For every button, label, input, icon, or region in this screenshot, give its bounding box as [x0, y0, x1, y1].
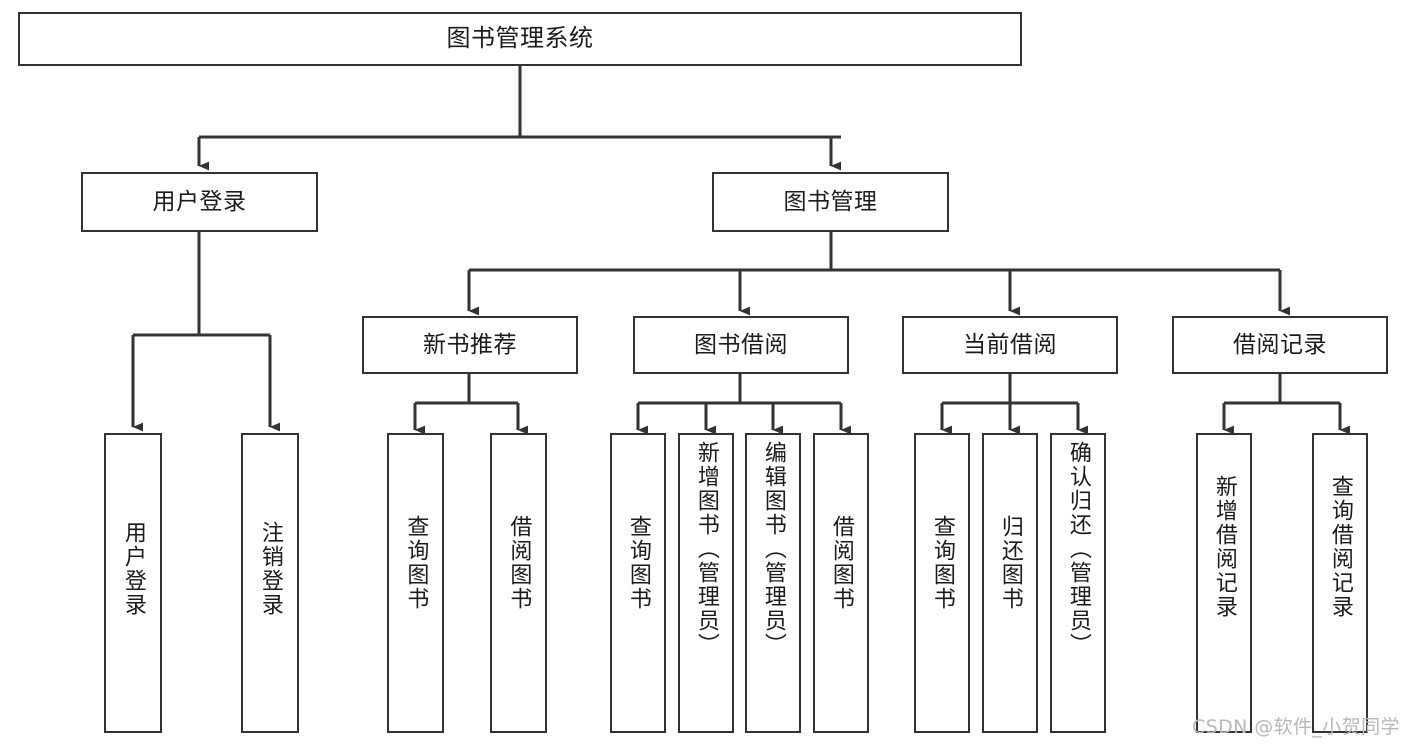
- node-user-login[interactable]: 用户登录: [81, 172, 318, 232]
- node-book-borrow[interactable]: 图书借阅: [633, 316, 849, 374]
- leaf-confirm-return-admin[interactable]: 确认归还（管理员）: [1050, 433, 1106, 733]
- node-label: 当前借阅: [963, 331, 1057, 358]
- leaf-borrow-book-new-book[interactable]: 借阅图书: [490, 433, 547, 733]
- node-root-book-management-system[interactable]: 图书管理系统: [18, 12, 1022, 66]
- node-label: 借阅图书: [506, 515, 532, 611]
- node-label: 编辑图书（管理员）: [760, 441, 786, 657]
- node-label: 查询图书: [625, 515, 651, 611]
- node-label: 新增图书（管理员）: [693, 441, 719, 657]
- node-label: 图书管理系统: [446, 24, 594, 53]
- leaf-borrow-book-borrow[interactable]: 借阅图书: [813, 433, 869, 733]
- node-label: 用户登录: [152, 188, 247, 215]
- node-label: 确认归还（管理员）: [1065, 441, 1091, 657]
- node-new-book-recommendation[interactable]: 新书推荐: [362, 316, 578, 374]
- node-label: 借阅记录: [1233, 331, 1327, 358]
- node-label: 新增借阅记录: [1211, 475, 1237, 619]
- watermark: CSDN @软件_小贺同学: [1192, 716, 1400, 738]
- leaf-query-book-new-book[interactable]: 查询图书: [387, 433, 444, 733]
- node-label: 查询图书: [929, 515, 955, 611]
- node-borrow-record[interactable]: 借阅记录: [1172, 316, 1388, 374]
- leaf-add-borrow-record[interactable]: 新增借阅记录: [1196, 433, 1252, 733]
- node-label: 图书管理: [783, 188, 878, 215]
- node-label: 用户登录: [120, 521, 146, 617]
- leaf-add-book-admin[interactable]: 新增图书（管理员）: [678, 433, 734, 733]
- leaf-logout[interactable]: 注销登录: [241, 433, 299, 733]
- leaf-query-book-borrow[interactable]: 查询图书: [610, 433, 666, 733]
- node-label: 查询图书: [403, 515, 429, 611]
- node-label: 查询借阅记录: [1327, 475, 1353, 619]
- leaf-edit-book-admin[interactable]: 编辑图书（管理员）: [745, 433, 801, 733]
- leaf-query-book-current[interactable]: 查询图书: [914, 433, 970, 733]
- node-label: 新书推荐: [423, 331, 517, 358]
- node-label: 注销登录: [257, 521, 283, 617]
- node-book-management[interactable]: 图书管理: [712, 172, 949, 232]
- node-label: 借阅图书: [828, 515, 854, 611]
- node-label: 归还图书: [997, 515, 1023, 611]
- leaf-query-borrow-record[interactable]: 查询借阅记录: [1312, 433, 1368, 733]
- leaf-return-book[interactable]: 归还图书: [982, 433, 1038, 733]
- leaf-user-login[interactable]: 用户登录: [104, 433, 162, 733]
- node-label: 图书借阅: [694, 331, 788, 358]
- node-current-borrow[interactable]: 当前借阅: [902, 316, 1118, 374]
